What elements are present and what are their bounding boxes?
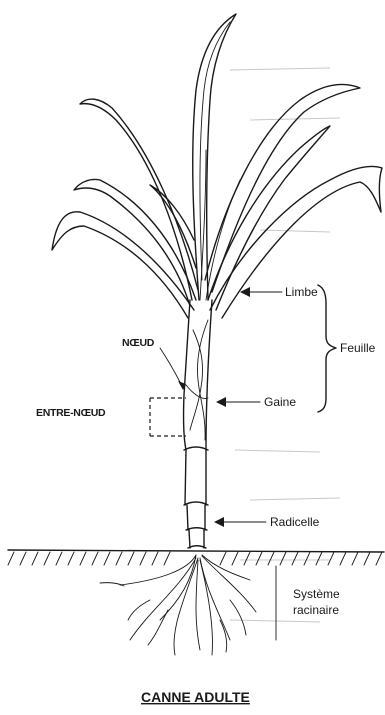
root-system (100, 555, 256, 655)
label-systeme: Système (293, 587, 340, 601)
stalk (184, 300, 212, 548)
label-noeud: NŒUD (122, 337, 155, 349)
label-entre-noeud: ENTRE-NŒUD (36, 407, 106, 419)
feuille-brace (318, 285, 336, 412)
radicelle-arrowhead (214, 517, 224, 527)
label-feuille: Feuille (340, 341, 376, 355)
background-bleed (230, 68, 340, 622)
diagram-title: CANNE ADULTE (141, 689, 250, 705)
leaf-upper-left (80, 99, 198, 300)
entre-noeud-bracket (150, 398, 186, 436)
gaine-arrowhead (216, 397, 226, 407)
label-gaine: Gaine (264, 395, 296, 409)
internode-2 (187, 505, 205, 530)
leaf-upper-right (205, 84, 360, 292)
internode-1 (185, 450, 206, 505)
label-racinaire: racinaire (293, 603, 339, 617)
label-limbe: Limbe (285, 285, 318, 299)
label-radicelle: Radicelle (270, 515, 320, 529)
leaves (52, 14, 382, 318)
